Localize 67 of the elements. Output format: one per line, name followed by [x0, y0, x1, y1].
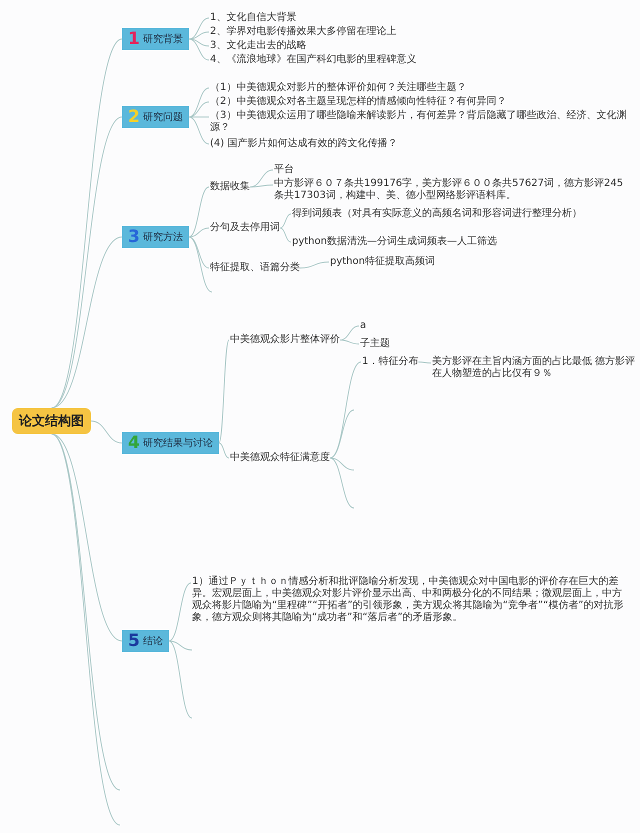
- branch-line: [418, 362, 432, 364]
- branch-line: [168, 582, 192, 642]
- subtopic-text: 美方影评在主旨内涵方面的占比最低 德方影评在人物塑造的占比仅有９％: [432, 356, 636, 380]
- subtopic-text: 1．特征分布: [362, 356, 418, 368]
- topic-number: 4: [128, 433, 140, 453]
- branch-line: [188, 38, 210, 60]
- subtopic-text: 特征提取、语篇分类: [210, 262, 300, 274]
- subtopic-text: a: [360, 320, 366, 332]
- branch-line: [280, 214, 292, 228]
- branch-line: [51, 116, 122, 408]
- subtopic-text: （2）中美德观众对各主题呈现怎样的情感倾向性特征？有何异同？: [210, 96, 506, 108]
- topic-label: 研究问题: [142, 110, 183, 124]
- subtopic-text: （1）中美德观众对影片的整体评价如何？关注哪些主题？: [210, 82, 466, 94]
- branch-line: [188, 228, 210, 238]
- branch-line: [90, 420, 122, 444]
- branch-line: [188, 116, 210, 144]
- topic-box: [122, 432, 219, 454]
- subtopic-text: 1、文化自信大背景: [210, 12, 296, 24]
- subtopic-text: 3、文化走出去的战略: [210, 40, 306, 52]
- branch-line: [188, 102, 210, 118]
- subtopic-text: 2、学界对电影传播效果大多停留在理论上: [210, 26, 396, 38]
- topic-number: 2: [128, 107, 140, 127]
- branch-line: [51, 434, 122, 642]
- topic-label: 研究结果与讨论: [142, 436, 213, 450]
- subtopic-text: 数据收集: [210, 181, 250, 193]
- branch-line: [218, 340, 230, 444]
- topic-label: 研究方法: [142, 230, 183, 244]
- subtopic-text: 中美德观众特征满意度: [230, 452, 330, 464]
- subtopic-text: 中方影评６０７条共199176字，美方影评６００条共57627词，德方影评245条共17303词，构建中、美、德小型网络影评语料库。: [274, 178, 629, 202]
- branch-line: [51, 236, 122, 408]
- branch-line: [188, 18, 210, 40]
- branch-line: [188, 32, 210, 40]
- subtopic-text: 子主题: [360, 338, 390, 350]
- branch-line: [218, 442, 230, 458]
- subtopic-text: 4、《流浪地球》在国产科幻电影的里程碑意义: [210, 54, 416, 66]
- branch-line: [340, 340, 360, 344]
- subtopic-text: （3）中美德观众运用了哪些隐喻来解读影片，有何差异？背后隐藏了哪些政治、经济、文化渊源？: [210, 110, 630, 134]
- branch-line: [188, 88, 210, 118]
- subtopic-text: 中美德观众影片整体评价: [230, 334, 340, 346]
- topic-box: [122, 106, 189, 128]
- topic-box: [122, 226, 189, 248]
- branch-line: [250, 170, 274, 188]
- branch-line: [280, 228, 292, 242]
- branch-line: [250, 184, 274, 188]
- branch-line: [188, 116, 210, 118]
- subtopic-text: 分句及去停用词: [210, 222, 280, 234]
- topic-number: 5: [128, 631, 140, 651]
- branch-line: [188, 186, 210, 238]
- branch-line: [330, 362, 362, 458]
- branch-line: [188, 236, 210, 268]
- branch-line: [51, 38, 122, 408]
- topic-number: 3: [128, 227, 140, 247]
- root-topic-box: 论文结构图: [12, 408, 91, 434]
- subtopic-text: 平台: [274, 164, 294, 176]
- subtopic-text: (4) 国产影片如何达成有效的跨文化传播？: [210, 138, 398, 150]
- branch-line: [188, 38, 210, 46]
- branch-line: [340, 326, 360, 340]
- topic-box: [122, 28, 189, 50]
- subtopic-text: 1）通过Ｐｙｔｈｏｎ情感分析和批评隐喻分析发现，中美德观众对中国电影的评价存在巨大的差异。宏观层面上，中美德观众对影片评价显示出高、中和两极分化的不同结果；微观层面上，中方观众将影片隐喻为“里程碑”“开拓者”的引领形象，美方观众将其隐喻为“竞争者”“模仿者”的对抗形象，德方观众则将其隐喻为“成功者”和“落后者”的矛盾形象。: [192, 576, 627, 624]
- topic-label: 结论: [142, 634, 163, 648]
- topic-box: [122, 630, 169, 652]
- topic-label: 研究背景: [142, 32, 183, 46]
- subtopic-text: 得到词频表（对具有实际意义的高频名词和形容词进行整理分析）: [292, 208, 632, 220]
- subtopic-text: python特征提取高频词: [330, 256, 435, 268]
- topic-number: 1: [128, 29, 140, 49]
- branch-line: [300, 262, 330, 268]
- subtopic-text: python数据清洗—分词生成词频表—人工筛选: [292, 236, 497, 248]
